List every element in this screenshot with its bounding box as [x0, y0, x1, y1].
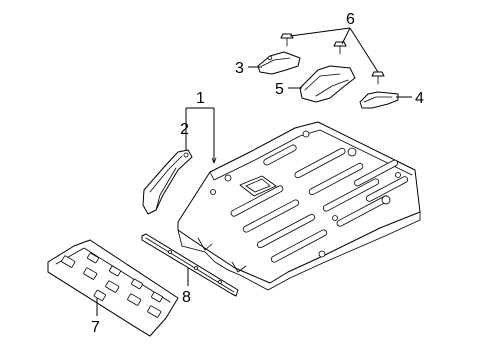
callout-1: 1: [196, 90, 205, 107]
bolt-icon: [280, 33, 294, 47]
callout-6: 6: [346, 11, 355, 28]
callout-8: 8: [182, 289, 191, 306]
callout-3: 3: [235, 60, 244, 77]
callout-2: 2: [180, 121, 189, 138]
callout-labels: 1 2 3 4 5 6 7 8: [91, 11, 424, 336]
bolt-icon: [371, 71, 385, 85]
callout-7: 7: [91, 319, 100, 336]
bolts[interactable]: [280, 33, 385, 85]
right-upper-bracket[interactable]: [359, 91, 399, 109]
leader-lines: [96, 27, 412, 316]
callout-4: 4: [415, 90, 424, 107]
callout-5: 5: [275, 81, 284, 98]
bolt-icon: [333, 41, 347, 55]
left-upper-bracket[interactable]: [257, 51, 301, 75]
left-side-bracket[interactable]: [142, 149, 193, 215]
center-bracket[interactable]: [299, 65, 356, 103]
reinforcement-strip[interactable]: [141, 233, 239, 297]
rear-crossmember[interactable]: [47, 239, 179, 337]
rear-floor-pan[interactable]: [177, 121, 421, 291]
